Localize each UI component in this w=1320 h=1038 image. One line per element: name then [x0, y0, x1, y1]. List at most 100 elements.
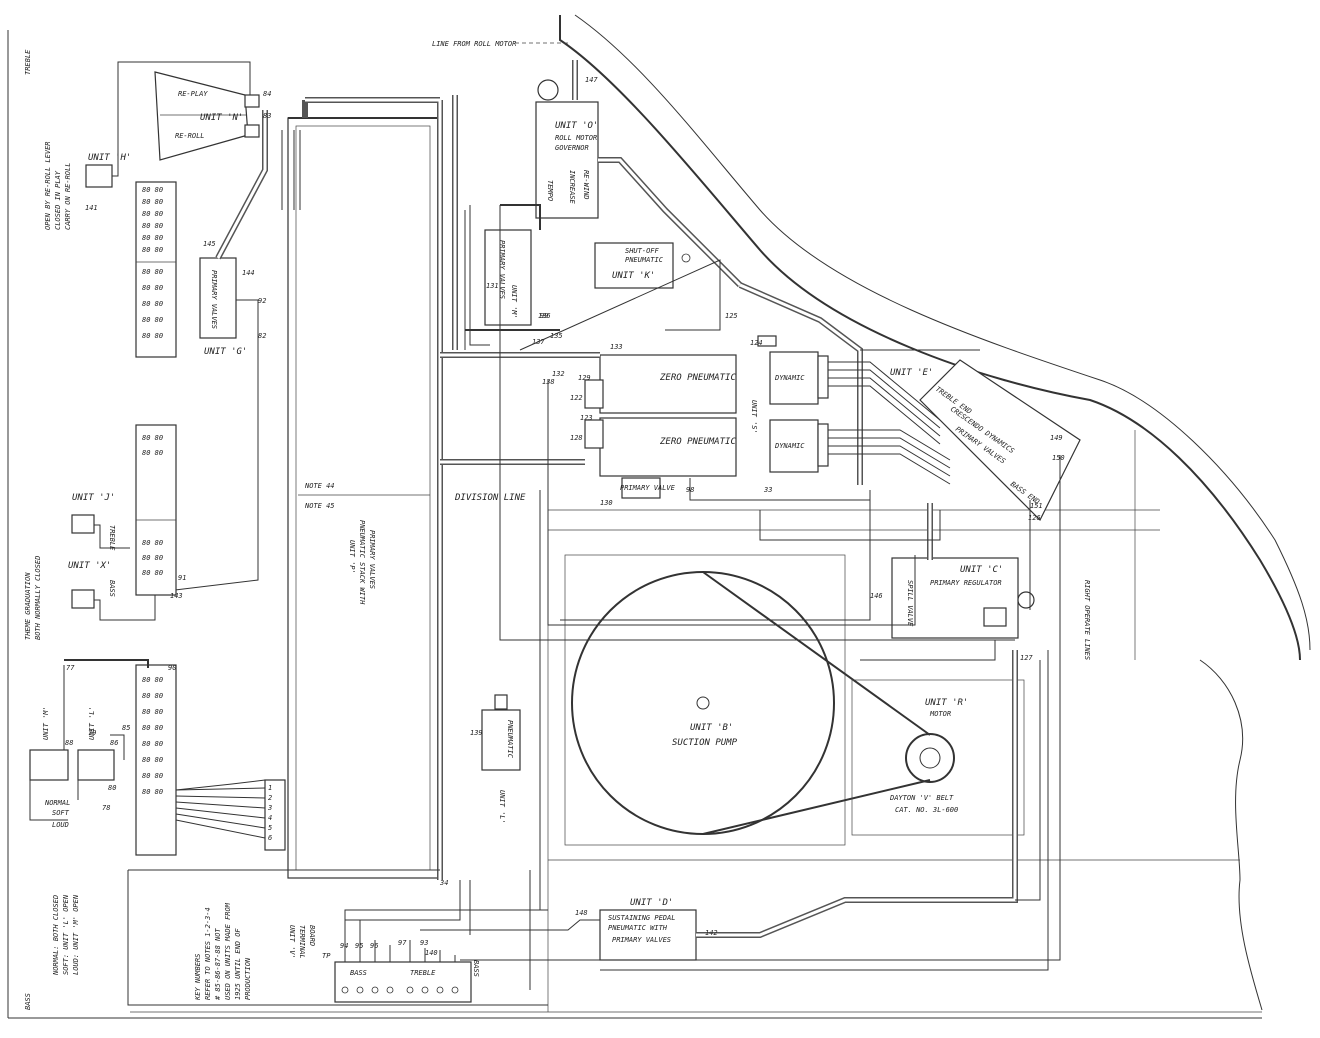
tube-141: 141: [85, 204, 98, 212]
re-roll-label: RE-ROLL: [175, 132, 205, 140]
terminal-row: 80 80: [142, 300, 163, 308]
tube-136: 136: [538, 312, 551, 320]
terminal-row: 80 80: [142, 554, 163, 562]
tube-143: 143: [170, 592, 183, 600]
soft-note: SOFT: UNIT 'L' OPEN: [62, 894, 70, 975]
primary-valve-s: PRIMARY VALVE: [620, 484, 676, 492]
tube-139: 139: [470, 729, 483, 737]
treble-j-label: TREBLE: [108, 525, 116, 551]
unit-v: BASS TREBLE TP UNIT 'V' TERMINAL BOARD 9…: [288, 909, 548, 1003]
unit-o: UNIT 'O' ROLL MOTOR GOVERNOR TEMPO INCRE…: [535, 60, 863, 485]
tube-99: 99: [540, 312, 548, 320]
unit-m-valves-label: UNIT 'M': [510, 285, 518, 319]
tube-129: 129: [578, 374, 591, 382]
bass-t-label: BASS: [350, 969, 367, 977]
tube-91: 91: [178, 574, 186, 582]
tube-151: 151: [1030, 502, 1043, 510]
re-play-label: RE-PLAY: [178, 90, 208, 98]
terminal-row: 80 80: [142, 772, 163, 780]
terminal-row: 80 80: [142, 234, 163, 242]
key-note-line: REFER TO NOTES 1-2-3-4: [204, 907, 212, 1000]
unit-s: ZERO PNEUMATIC ZERO PNEUMATIC UNIT 'S' P…: [440, 343, 758, 507]
terminal-row: 80 80: [142, 186, 163, 194]
stack-number: 3: [267, 804, 272, 812]
unit-h-label: UNIT 'H': [88, 153, 131, 163]
terminal-row: 80 80: [142, 539, 163, 547]
terminal-block-lower: 80 80 80 80 80 80 80 80 80 80 80 80 80 8…: [64, 659, 266, 856]
tube-93: 93: [420, 939, 428, 947]
loud-note: LOUD: UNIT 'M' OPEN: [72, 894, 80, 975]
tube-147: 147: [585, 76, 598, 84]
terminal-row: 80 80: [142, 332, 163, 340]
terminal-row: 80 80: [142, 756, 163, 764]
tube-97: 97: [398, 939, 407, 947]
unit-v-1: UNIT 'V': [288, 925, 296, 959]
normal-label: NORMAL: [44, 799, 70, 807]
terminal-row: 80 80: [142, 676, 163, 684]
right-operate-label: RIGHT OPERATE LINES: [1083, 580, 1091, 660]
left-note-2: CLOSED IN PLAY: [54, 170, 62, 230]
tube-148: 148: [575, 909, 588, 917]
unit-v-3: BOARD: [308, 925, 316, 946]
dynamic-2: DYNAMIC: [774, 442, 805, 450]
unit-r-label: UNIT 'R': [925, 698, 968, 708]
terminal-row: 80 80: [142, 740, 163, 748]
cat-no-label: CAT. NO. 3L-600: [895, 806, 958, 814]
terminal-row: 80 80: [142, 434, 163, 442]
soft-label: SOFT: [52, 809, 70, 817]
unit-s-label: UNIT 'S': [750, 400, 758, 434]
primary-valves-p-label: PRIMARY VALVES: [368, 530, 376, 589]
note-44-label: NOTE 44: [304, 482, 335, 490]
zero-pneumatic-2: ZERO PNEUMATIC: [659, 437, 736, 447]
unit-x-label: UNIT 'X': [68, 561, 111, 571]
pneumatic-k-label: PNEUMATIC: [625, 256, 664, 264]
stack-number: 4: [268, 814, 272, 822]
primary-valves-m-label: PRIMARY VALVES: [498, 240, 506, 299]
terminal-block-upper: 80 80 80 80 80 80 80 80 80 80 80 80 80 8…: [135, 181, 177, 358]
tube-132: 132: [552, 370, 565, 378]
sustaining-pedal-label: SUSTAINING PEDAL: [608, 914, 675, 922]
terminal-row: 80 80: [142, 788, 163, 796]
tube-142: 142: [705, 929, 718, 937]
tube-33: 33: [763, 486, 772, 494]
tube-86: 86: [110, 739, 118, 747]
unit-b-label: UNIT 'B': [690, 723, 733, 733]
tube-77: 77: [66, 664, 75, 672]
stack-number: 2: [268, 794, 272, 802]
tube-82: 82: [258, 332, 266, 340]
spill-valve-label: SPILL VALVE: [906, 580, 914, 627]
tube-34: 34: [439, 879, 448, 887]
loud-label: LOUD: [52, 821, 69, 829]
increase-label: INCREASE: [568, 170, 576, 205]
theme-graduation-label: THEME GRADUATION: [24, 572, 32, 640]
division-line-label: DIVISION LINE: [454, 493, 526, 503]
unit-l-small-label: UNIT 'L': [498, 790, 506, 824]
tube-83: 83: [263, 112, 271, 120]
tube-150: 150: [1052, 454, 1065, 462]
tube-84: 84: [263, 90, 271, 98]
unit-o-label: UNIT 'O': [555, 121, 598, 131]
pneumatic-l-label: PNEUMATIC: [506, 720, 514, 759]
tube-80: 80: [108, 784, 116, 792]
unit-k: SHUT-OFF PNEUMATIC UNIT 'K': [594, 242, 691, 289]
terminal-row: 80 80: [142, 708, 163, 716]
tube-94: 94: [340, 942, 348, 950]
tube-131: 131: [486, 282, 499, 290]
tube-146: 146: [870, 592, 883, 600]
unit-n: RE-PLAY UNIT 'N' RE-ROLL: [154, 71, 260, 161]
unit-e-label: UNIT 'E': [890, 368, 933, 378]
tube-135: 135: [550, 332, 563, 340]
terminal-row: 80 80: [142, 569, 163, 577]
primary-valves-d-label: PRIMARY VALVES: [612, 936, 671, 944]
unit-j-label: UNIT 'J': [72, 493, 115, 503]
motor-label: MOTOR: [929, 710, 951, 718]
unit-m-l: UNIT 'M' UNIT 'L' NORMAL SOFT LOUD 88 86…: [29, 665, 125, 976]
tempo-label: TEMPO: [546, 180, 554, 201]
re-wind-label: RE-WIND: [582, 170, 590, 200]
zero-pneumatic-1: ZERO PNEUMATIC: [659, 373, 736, 383]
shut-off-label: SHUT-OFF: [625, 247, 660, 255]
unit-e: UNIT 'E' TREBLE END CRESCENDO DYNAMICS P…: [890, 359, 1081, 522]
normal-note: NORMAL: BOTH CLOSED: [52, 895, 60, 976]
unit-c-label: UNIT 'C': [960, 565, 1003, 575]
